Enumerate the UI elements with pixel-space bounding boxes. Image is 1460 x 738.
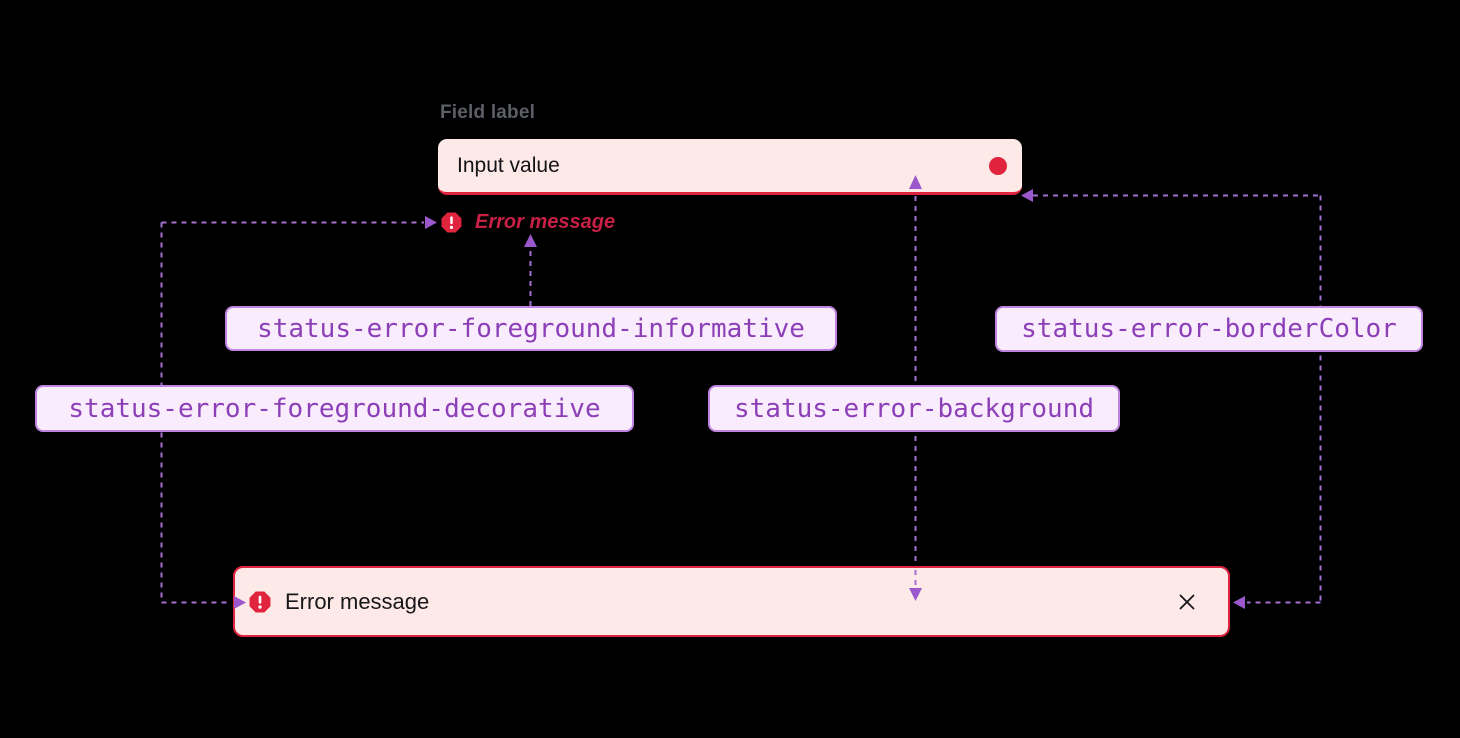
close-icon [1177, 592, 1197, 612]
token-status-error-foreground-decorative: status-error-foreground-decorative [35, 385, 634, 432]
token-status-error-foreground-informative: status-error-foreground-informative [225, 306, 837, 351]
banner-error-text: Error message [285, 588, 430, 614]
alert-octagon-icon [441, 212, 462, 233]
input-value: Input value [457, 153, 560, 177]
inline-error-text: Error message [475, 211, 616, 233]
alert-octagon-icon [249, 591, 271, 613]
token-status-error-borderColor: status-error-borderColor [995, 306, 1423, 352]
inline-error-message: Error message [441, 211, 615, 234]
field-label: Field label [440, 102, 536, 123]
text-input-error-state[interactable]: Input value [438, 139, 1022, 195]
error-dot-icon [989, 157, 1007, 175]
error-banner: Error message [233, 566, 1230, 637]
close-button[interactable] [1176, 591, 1198, 613]
token-status-error-background: status-error-background [708, 385, 1120, 432]
